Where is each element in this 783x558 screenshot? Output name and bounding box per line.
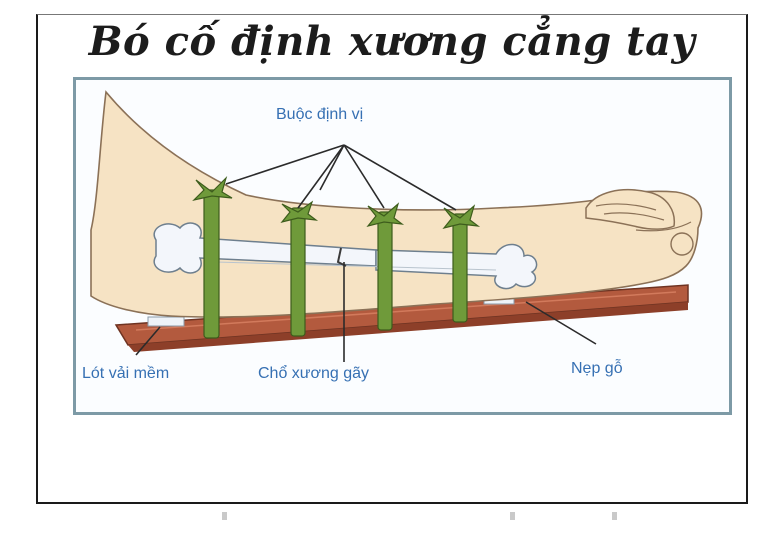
page-title: Bó cố định xương cẳng tay xyxy=(36,16,748,68)
illustration-panel: Buộc định vị Lót vải mềm Chổ xương gãy N… xyxy=(73,77,732,415)
label-splint-ties: Buộc định vị xyxy=(276,106,363,124)
label-wood-splint: Nẹp gỗ xyxy=(571,360,623,378)
label-padding: Lót vải mềm xyxy=(82,365,169,383)
label-fracture-site: Chổ xương gãy xyxy=(258,365,369,383)
forearm-splint-illustration xyxy=(76,80,729,412)
thumb-knuckle xyxy=(671,233,693,255)
cloth-pad xyxy=(148,317,184,326)
